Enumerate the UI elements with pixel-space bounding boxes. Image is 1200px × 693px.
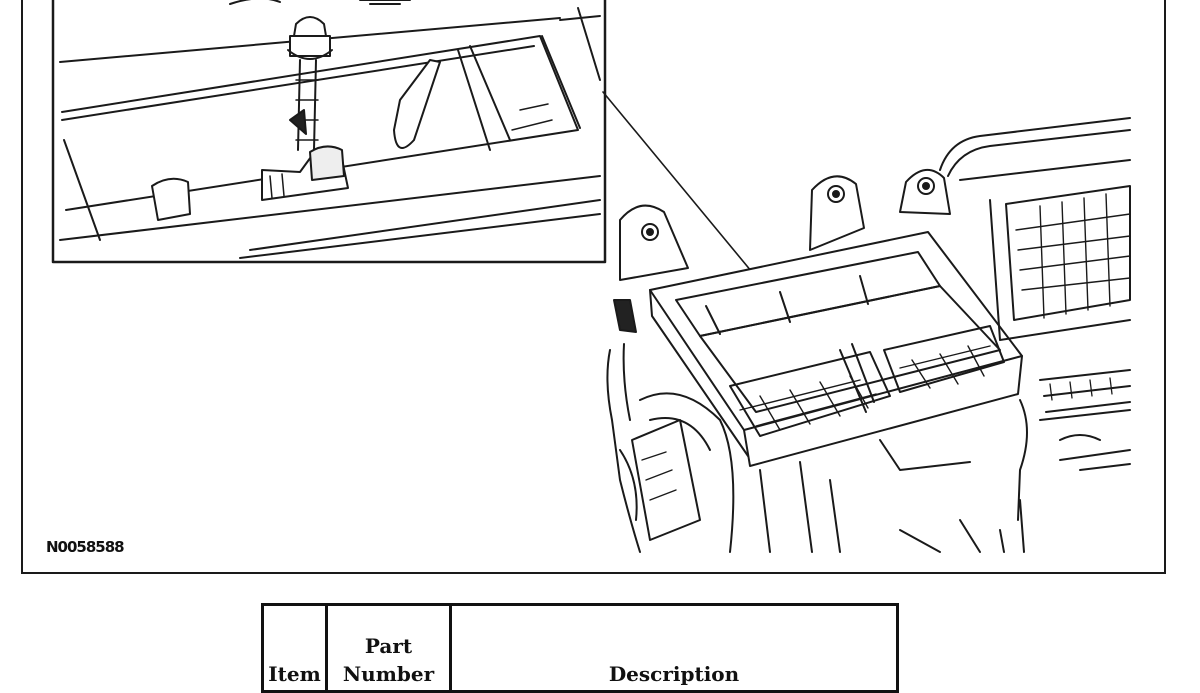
figure-id-label: N0058588: [46, 538, 125, 556]
detail-inset: [51, 0, 607, 264]
header-part-number: Part Number: [325, 603, 452, 693]
hvac-housing-illustration: [51, 0, 1131, 553]
table-header-row: Item Part Number Description: [261, 603, 899, 693]
header-description: Description: [449, 603, 899, 693]
header-item: Item: [261, 603, 328, 693]
parts-table: Item Part Number Description: [261, 603, 899, 693]
heater-core-housing: [606, 117, 1131, 553]
